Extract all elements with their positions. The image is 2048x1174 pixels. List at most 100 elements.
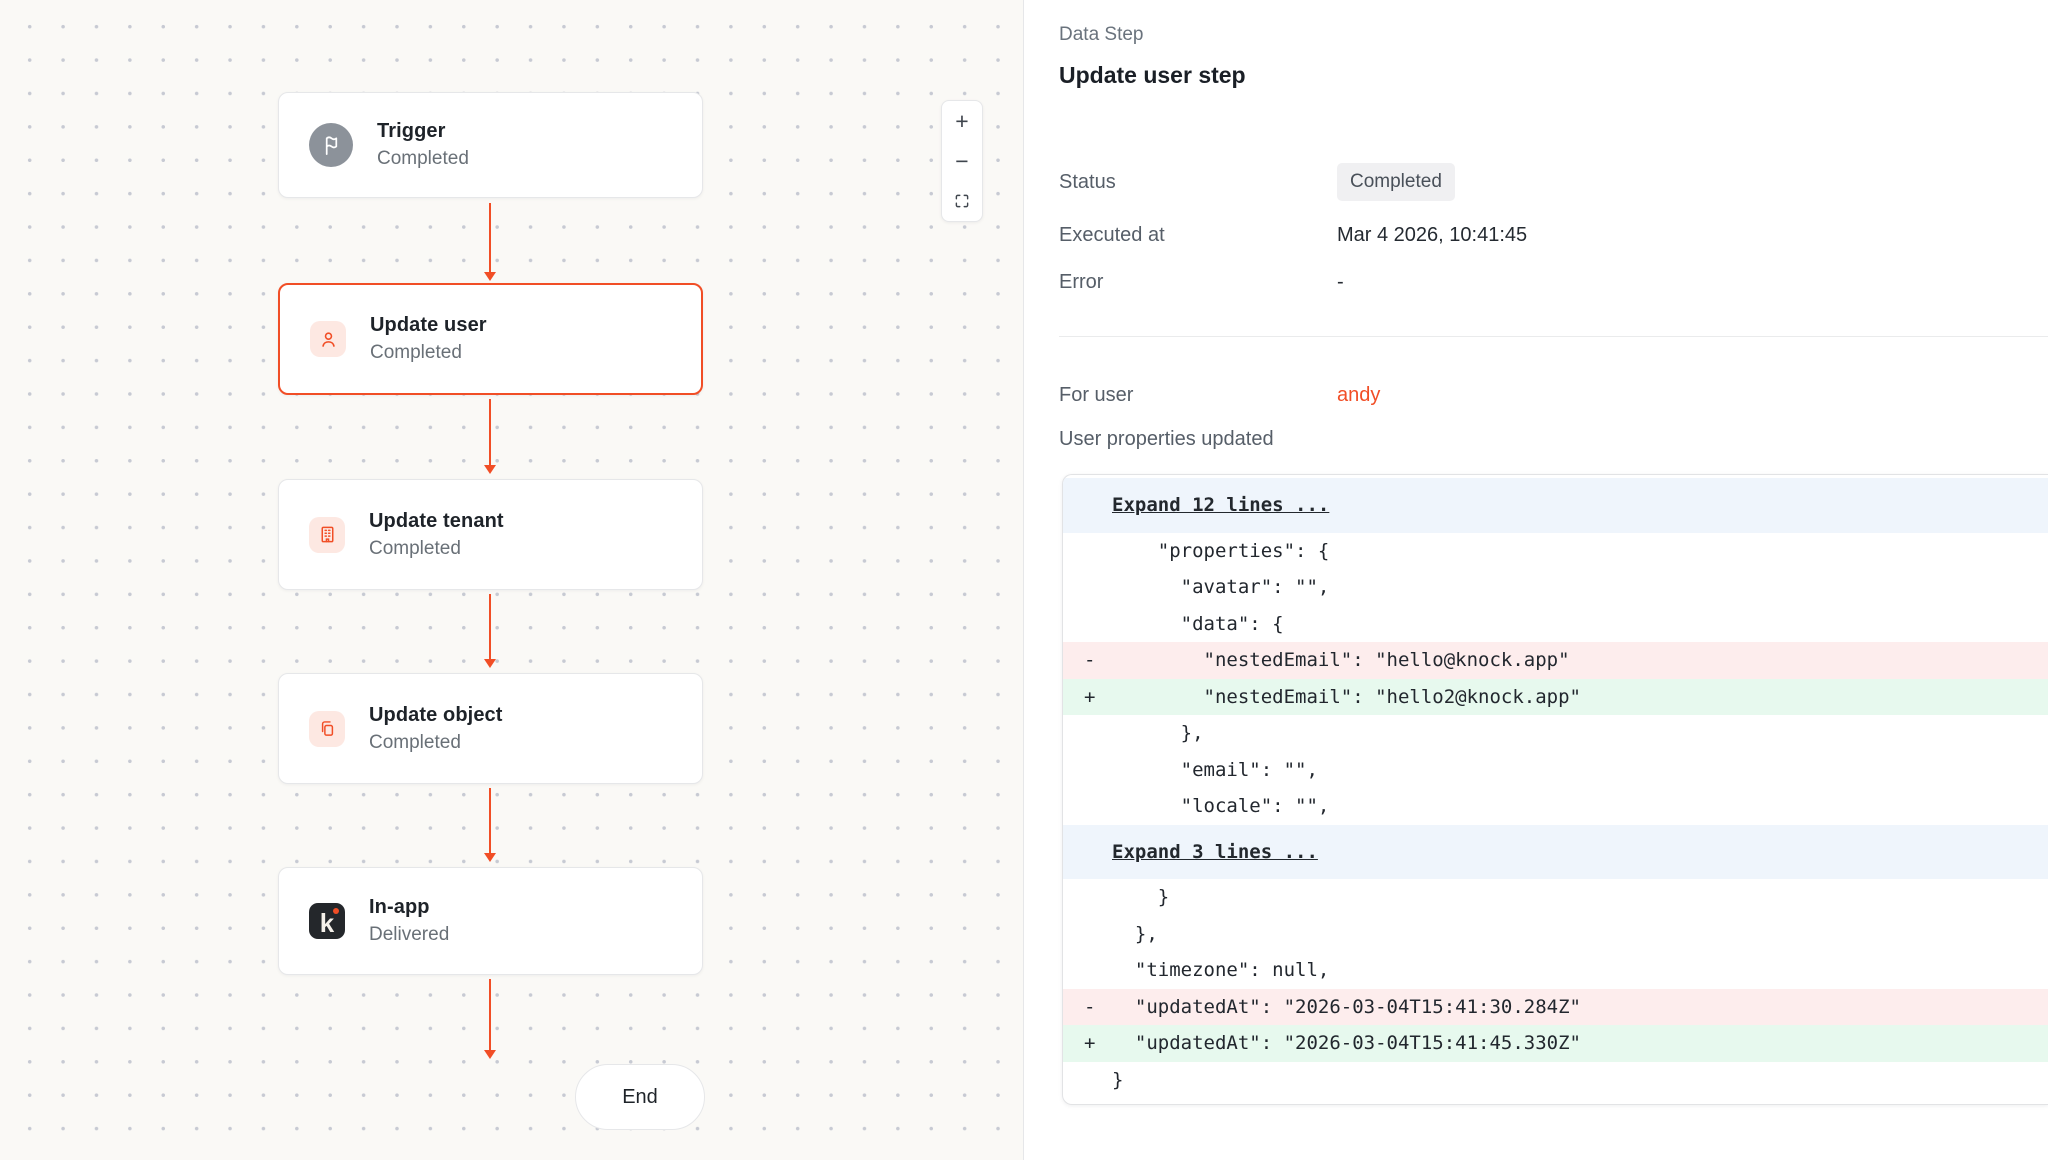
flag-icon [309, 123, 353, 167]
step-type-label: Data Step [1059, 24, 1144, 46]
diff-row-added: + "nestedEmail": "hello2@knock.app" [1063, 679, 2048, 716]
workflow-canvas[interactable]: End + − Trigger Completed Update user Co… [0, 0, 1024, 1160]
node-status: Completed [369, 538, 504, 560]
end-node-label: End [622, 1086, 658, 1109]
minus-icon: − [955, 148, 968, 175]
copy-icon [309, 711, 345, 747]
edge-arrow [489, 788, 491, 854]
diff-expand-row: Expand 12 lines ... [1063, 478, 2048, 533]
diff-line: "locale": "", [1112, 788, 1329, 825]
status-badge: Completed [1337, 163, 1455, 201]
node-title: Update object [369, 704, 503, 727]
node-title: Trigger [377, 120, 469, 143]
expand-lines-link[interactable]: Expand 3 lines ... [1112, 841, 1318, 863]
diff-marker: - [1063, 642, 1112, 679]
diff-row-context: }, [1063, 715, 2048, 752]
workflow-node-end[interactable]: End [575, 1064, 705, 1130]
zoom-in-button[interactable]: + [942, 101, 982, 141]
diff-marker [1063, 1062, 1112, 1099]
workflow-node-trigger[interactable]: Trigger Completed [278, 92, 703, 198]
diff-marker [1063, 533, 1112, 570]
diff-marker: - [1063, 989, 1112, 1026]
knock-icon: k [309, 903, 345, 939]
for-user-link[interactable]: andy [1337, 384, 1380, 407]
diff-line: } [1112, 1062, 1123, 1099]
node-status: Completed [370, 342, 487, 364]
field-value: Mar 4 2026, 10:41:45 [1337, 224, 1527, 247]
diff-line: "nestedEmail": "hello@knock.app" [1112, 642, 1570, 679]
diff-line: } [1112, 879, 1169, 916]
diff-row-context: "email": "", [1063, 752, 2048, 789]
diff-line: "data": { [1112, 606, 1284, 643]
field-label: Status [1059, 171, 1116, 194]
diff-marker [1063, 752, 1112, 789]
diff-row-added: + "updatedAt": "2026-03-04T15:41:45.330Z… [1063, 1025, 2048, 1062]
diff-row-context: "data": { [1063, 606, 2048, 643]
user-icon [310, 321, 346, 357]
diff-row-context: "locale": "", [1063, 788, 2048, 825]
edge-arrow [489, 203, 491, 273]
diff-marker: + [1063, 1025, 1112, 1062]
properties-updated-label: User properties updated [1059, 428, 1274, 451]
properties-diff-block: Expand 12 lines ... "properties": { "ava… [1062, 474, 2048, 1105]
diff-line: "properties": { [1112, 533, 1329, 570]
diff-marker [1063, 916, 1112, 953]
diff-line: "updatedAt": "2026-03-04T15:41:30.284Z" [1112, 989, 1581, 1026]
building-icon [309, 517, 345, 553]
divider [1059, 336, 2048, 337]
diff-marker [1063, 879, 1112, 916]
edge-arrow [489, 594, 491, 660]
diff-marker [1063, 834, 1112, 871]
diff-line: "timezone": null, [1112, 952, 1329, 989]
workflow-node-update-tenant[interactable]: Update tenant Completed [278, 479, 703, 590]
fit-view-icon [953, 192, 971, 210]
workflow-node-in-app[interactable]: k In-app Delivered [278, 867, 703, 975]
diff-row-context: "avatar": "", [1063, 569, 2048, 606]
diff-marker [1063, 487, 1112, 524]
workflow-node-update-user[interactable]: Update user Completed [278, 283, 703, 395]
node-title: In-app [369, 896, 449, 919]
diff-row-removed: - "updatedAt": "2026-03-04T15:41:30.284Z… [1063, 989, 2048, 1026]
field-label: Executed at [1059, 224, 1165, 247]
diff-line: "avatar": "", [1112, 569, 1329, 606]
diff-expand-row: Expand 3 lines ... [1063, 825, 2048, 880]
workflow-node-update-object[interactable]: Update object Completed [278, 673, 703, 784]
diff-line: Expand 12 lines ... [1112, 487, 1329, 524]
node-status: Completed [369, 732, 503, 754]
diff-marker [1063, 715, 1112, 752]
diff-line: "updatedAt": "2026-03-04T15:41:45.330Z" [1112, 1025, 1581, 1062]
fit-view-button[interactable] [942, 181, 982, 221]
step-detail-panel: Data Step Update user step Status Comple… [1024, 0, 2048, 1174]
node-status: Delivered [369, 924, 449, 946]
diff-line: "nestedEmail": "hello2@knock.app" [1112, 679, 1581, 716]
canvas-zoom-controls: + − [941, 100, 983, 222]
diff-line: "email": "", [1112, 752, 1318, 789]
diff-line: }, [1112, 916, 1158, 953]
node-status: Completed [377, 148, 469, 170]
diff-marker: + [1063, 679, 1112, 716]
node-title: Update user [370, 314, 487, 337]
edge-arrow [489, 979, 491, 1051]
plus-icon: + [955, 108, 968, 135]
diff-marker [1063, 606, 1112, 643]
field-label: Error [1059, 271, 1103, 294]
edge-arrow [489, 399, 491, 466]
diff-line: Expand 3 lines ... [1112, 834, 1318, 871]
diff-row-context: }, [1063, 916, 2048, 953]
field-value: - [1337, 271, 1344, 294]
diff-row-context: } [1063, 879, 2048, 916]
for-user-label: For user [1059, 384, 1133, 407]
diff-marker [1063, 952, 1112, 989]
diff-line: }, [1112, 715, 1204, 752]
diff-marker [1063, 569, 1112, 606]
expand-lines-link[interactable]: Expand 12 lines ... [1112, 494, 1329, 516]
zoom-out-button[interactable]: − [942, 141, 982, 181]
node-title: Update tenant [369, 510, 504, 533]
step-title: Update user step [1059, 62, 1246, 89]
diff-row-removed: - "nestedEmail": "hello@knock.app" [1063, 642, 2048, 679]
diff-row-context: "properties": { [1063, 533, 2048, 570]
diff-marker [1063, 788, 1112, 825]
diff-row-context: } [1063, 1062, 2048, 1099]
field-value: Completed [1337, 163, 1455, 201]
